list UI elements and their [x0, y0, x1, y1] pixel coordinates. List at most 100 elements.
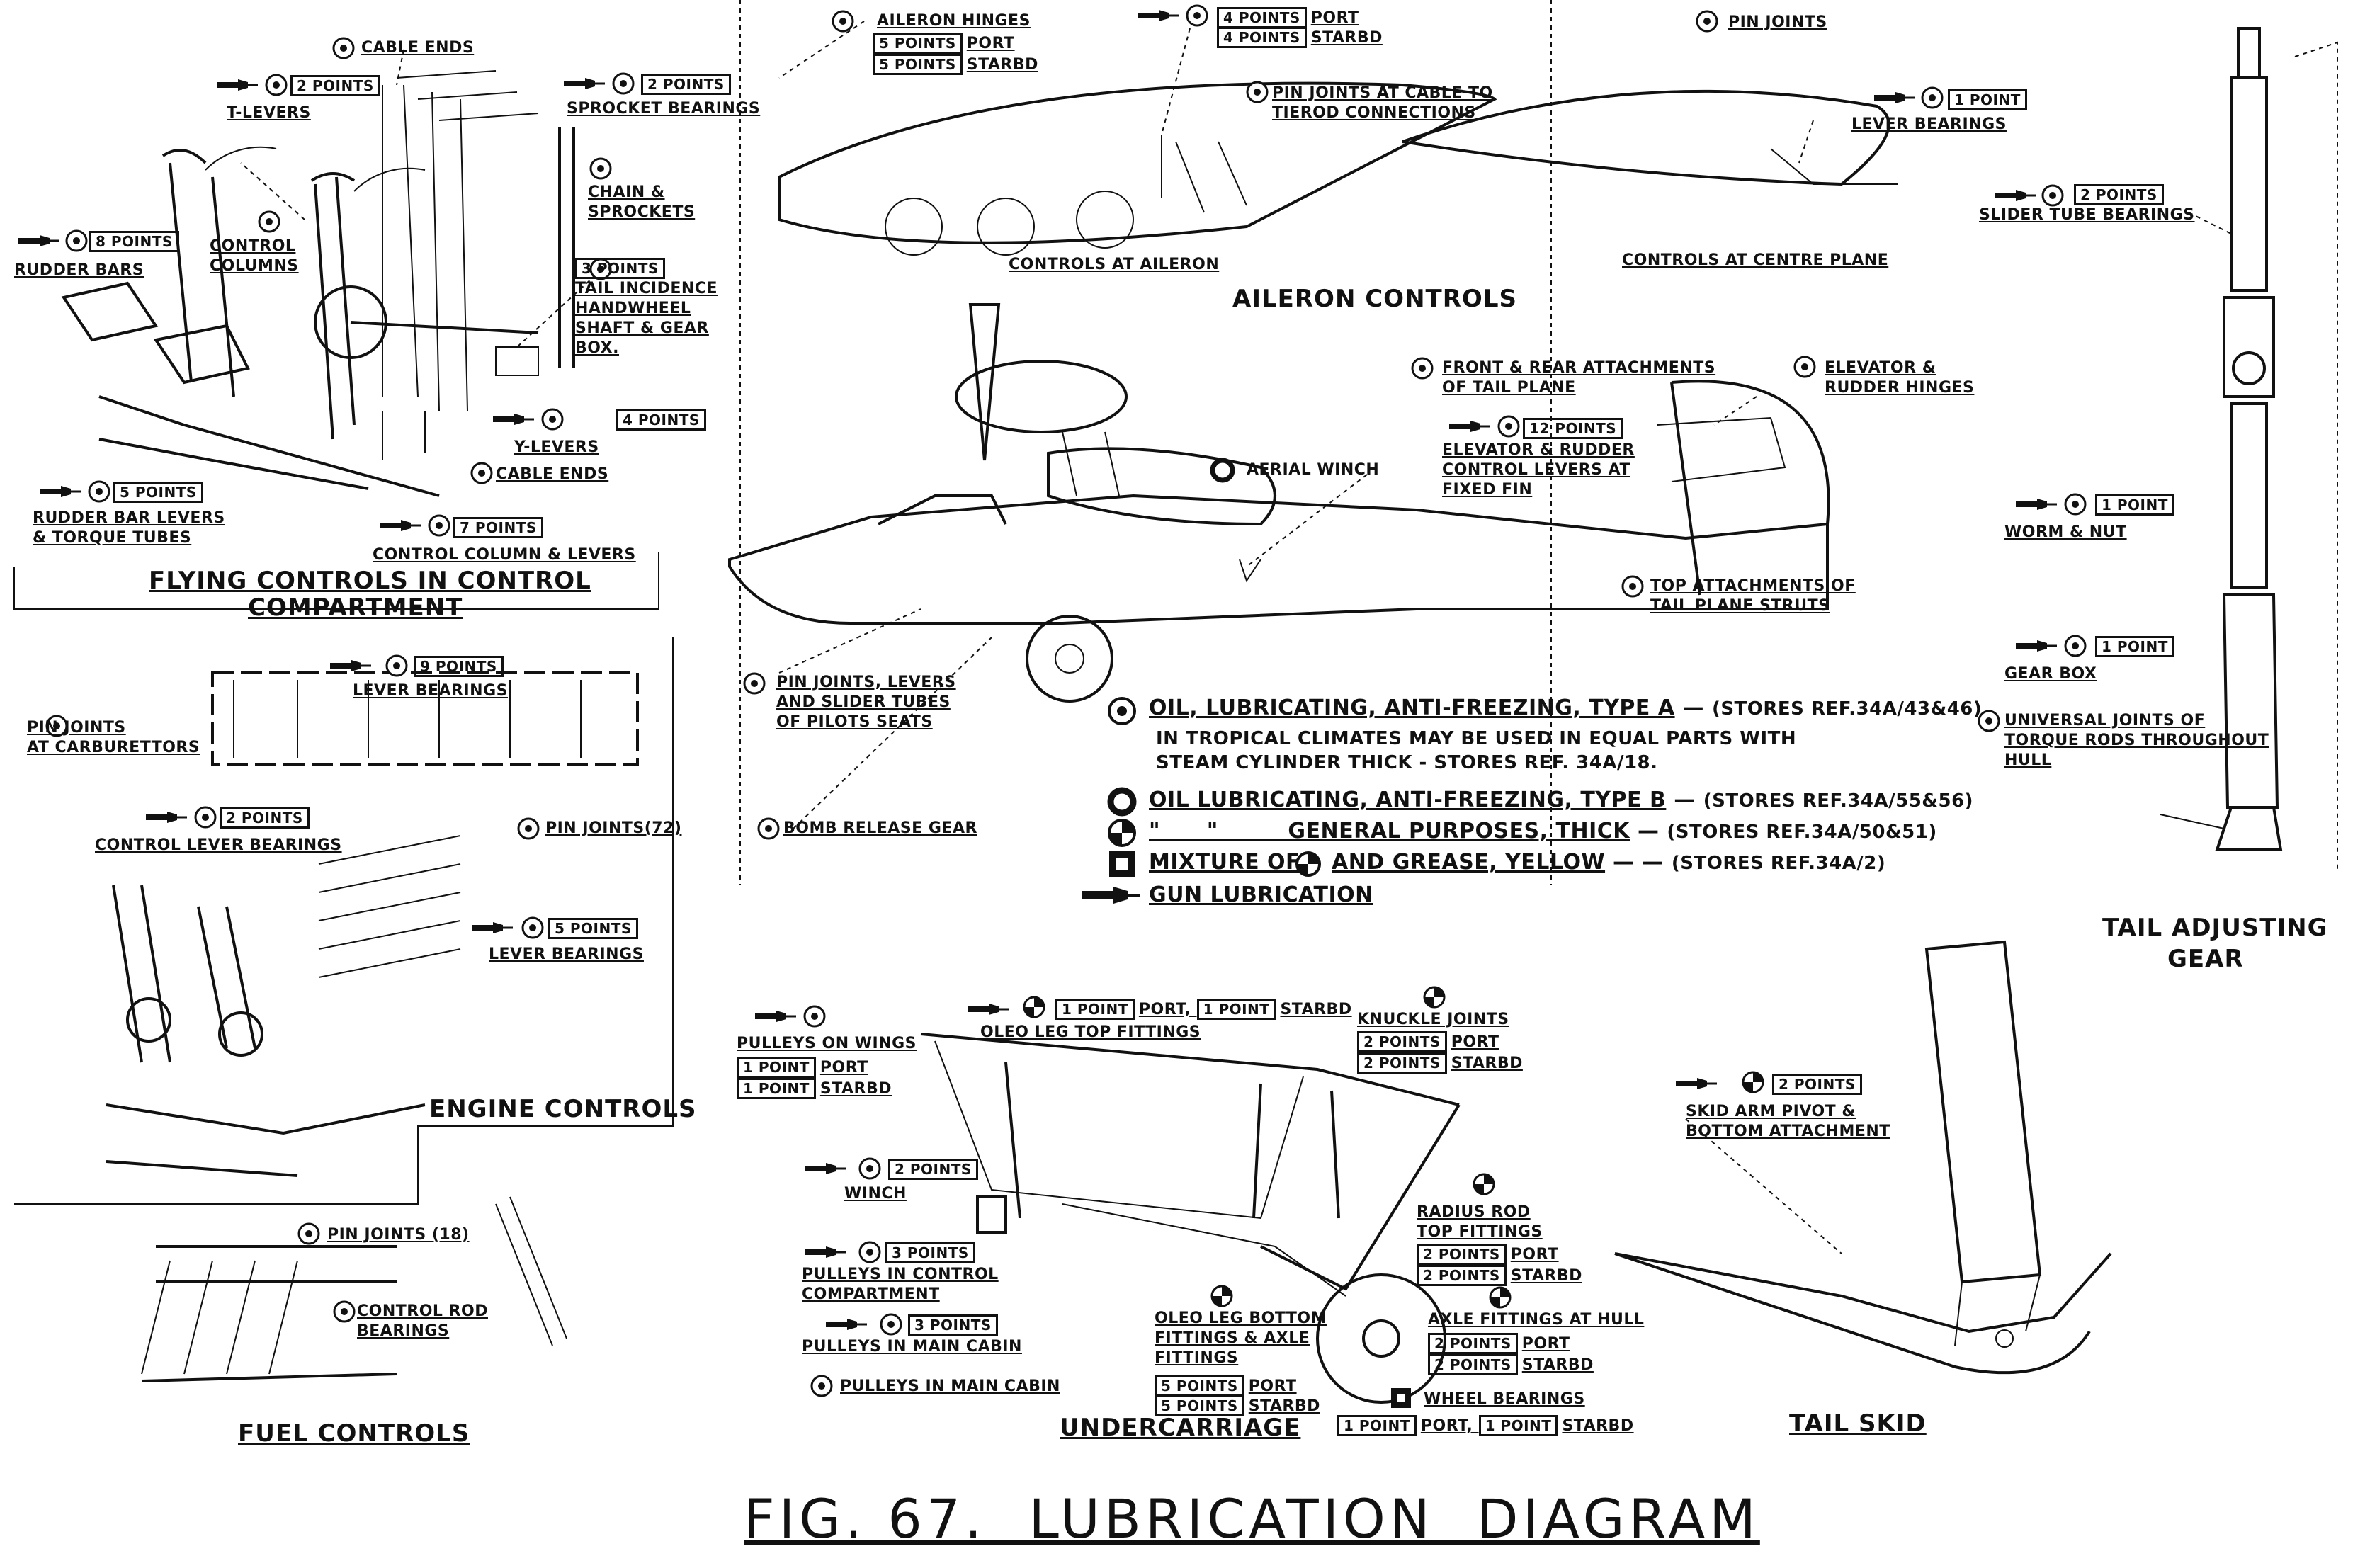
- aerial-winch-label: AERIAL WINCH: [1247, 461, 1380, 479]
- tail-adjusting-gear-drawing: [2160, 27, 2338, 871]
- grease-mixture-icon: [1109, 851, 1135, 877]
- control-lever-bearings-label: CONTROL LEVER BEARINGS: [95, 836, 342, 854]
- y-levers-label: Y-LEVERS: [514, 438, 599, 456]
- winch-label: WINCH: [844, 1185, 907, 1203]
- tail-adjusting-title-2: GEAR: [2167, 945, 2244, 973]
- worm-nut-count: 1 POINT: [2095, 494, 2179, 516]
- pin-joints-cable-label: PIN JOINTS AT CABLE TO TIEROD CONNECTION…: [1272, 84, 1493, 122]
- pin-joints-18-label: PIN JOINTS (18): [327, 1226, 470, 1244]
- oleo-bottom-label: OLEO LEG BOTTOM FITTINGS & AXLE FITTINGS: [1155, 1309, 1327, 1367]
- flying-controls-title-2: COMPARTMENT: [248, 593, 463, 622]
- radius-rod-label: RADIUS ROD TOP FITTINGS: [1417, 1203, 1543, 1241]
- elevator-levers-label: ELEVATOR & RUDDER CONTROL LEVERS AT FIXE…: [1442, 441, 1635, 499]
- bomb-release-label: BOMB RELEASE GEAR: [783, 819, 977, 837]
- y-levers-count: 4 POINTS: [616, 409, 710, 431]
- lever-bearings-5-count: 5 POINTS: [548, 918, 642, 939]
- slider-tube-count: 2 POINTS: [2074, 184, 2168, 205]
- flying-controls-title: FLYING CONTROLS IN CONTROL: [149, 567, 591, 595]
- figure-title: FIG. 67. LUBRICATION DIAGRAM: [744, 1487, 1760, 1550]
- rudder-bars-label: RUDDER BARS: [14, 261, 144, 279]
- fuel-controls-title: FUEL CONTROLS: [238, 1419, 470, 1448]
- lever-bearings-centre-label: LEVER BEARINGS: [1851, 115, 2007, 133]
- undercarriage-title: UNDERCARRIAGE: [1060, 1414, 1301, 1442]
- aileron-hinges-label: AILERON HINGES: [877, 12, 1031, 30]
- lever-bearings-label: LEVER BEARINGS: [353, 682, 508, 700]
- tail-incidence-label: TAIL INCIDENCE HANDWHEEL SHAFT & GEAR BO…: [575, 280, 718, 357]
- control-column-levers-label: CONTROL COLUMN & LEVERS: [373, 546, 636, 564]
- pulleys-cabin-label: PULLEYS IN MAIN CABIN: [802, 1338, 1022, 1356]
- control-lever-bearings-count: 2 POINTS: [220, 807, 314, 829]
- gun-lubrication-icon: [1082, 887, 1140, 904]
- lever-bearings-5-label: LEVER BEARINGS: [489, 945, 644, 963]
- gear-box-count: 1 POINT: [2095, 636, 2179, 657]
- tail-adjusting-title: TAIL ADJUSTING: [2102, 914, 2328, 942]
- elevator-levers-count: 12 POINTS: [1523, 418, 1627, 439]
- undercarriage-drawing: [920, 1033, 1461, 1404]
- legend-general: " " GENERAL PURPOSES, THICK — (STORES RE…: [1149, 819, 1937, 843]
- legend-gun: GUN LUBRICATION: [1149, 882, 1373, 907]
- cable-ends-bottom-label: CABLE ENDS: [496, 465, 609, 483]
- oleo-top-label: OLEO LEG TOP FITTINGS: [980, 1023, 1201, 1041]
- rudder-bar-levers-count: 5 POINTS: [113, 482, 208, 503]
- pulleys-cabin-count: 3 POINTS: [908, 1314, 1002, 1336]
- engine-controls-frame: [14, 637, 674, 1205]
- mixture-inline-icon: [1295, 851, 1321, 877]
- fuel-controls-drawing: [141, 1196, 567, 1382]
- sprocket-count: 2 POINTS: [641, 74, 735, 95]
- engine-controls-title: ENGINE CONTROLS: [429, 1095, 697, 1123]
- legend-type-a-note: IN TROPICAL CLIMATES MAY BE USED IN EQUA…: [1156, 728, 1797, 749]
- pin-joints-centre-label: PIN JOINTS: [1728, 13, 1827, 31]
- cable-ends-label: CABLE ENDS: [361, 39, 475, 57]
- pulleys-control-label: PULLEYS IN CONTROL COMPARTMENT: [802, 1266, 999, 1303]
- axle-fittings-label: AXLE FITTINGS AT HULL: [1428, 1311, 1645, 1329]
- skid-arm-label: SKID ARM PIVOT & BOTTOM ATTACHMENT: [1686, 1103, 1890, 1140]
- chain-sprockets-label: CHAIN & SPROCKETS: [588, 183, 696, 221]
- control-rod-bearings-label: CONTROL ROD BEARINGS: [357, 1302, 488, 1340]
- winch-count: 2 POINTS: [888, 1159, 982, 1180]
- leader-lines: [240, 21, 2232, 1254]
- t-levers-label: T-LEVERS: [227, 104, 311, 122]
- engine-controls-drawing: [106, 671, 639, 1177]
- sprocket-bearings-label: SPROCKET BEARINGS: [567, 100, 761, 118]
- control-column-levers-count: 7 POINTS: [453, 517, 548, 538]
- controls-at-centre-plane-label: CONTROLS AT CENTRE PLANE: [1622, 251, 1889, 269]
- pulleys-cabin-2-label: PULLEYS IN MAIN CABIN: [840, 1377, 1060, 1395]
- rudder-bar-levers-label: RUDDER BAR LEVERS & TORQUE TUBES: [33, 509, 225, 547]
- front-rear-attach-label: FRONT & REAR ATTACHMENTS OF TAIL PLANE: [1442, 359, 1716, 397]
- tail-skid-drawing: [1614, 940, 2112, 1375]
- tail-skid-title: TAIL SKID: [1789, 1409, 1927, 1438]
- general-purpose-oil-icon: [1108, 819, 1136, 847]
- control-columns-label: CONTROL COLUMNS: [210, 237, 299, 275]
- legend-type-a-note-2: STEAM CYLINDER THICK - STORES REF. 34A/1…: [1156, 752, 1658, 773]
- legend-type-b: OIL LUBRICATING, ANTI-FREEZING, TYPE B —…: [1149, 788, 1974, 812]
- pin-joints-72-label: PIN JOINTS(72): [545, 819, 682, 837]
- controls-at-aileron-label: CONTROLS AT AILERON: [1009, 256, 1220, 273]
- wheel-bearings-label: WHEEL BEARINGS: [1424, 1390, 1585, 1408]
- pin-joints-seats-label: PIN JOINTS, LEVERS AND SLIDER TUBES OF P…: [776, 674, 956, 731]
- top-attachments-label: TOP ATTACHMENTS OF TAIL PLANE STRUTS: [1650, 577, 1856, 615]
- pin-joints-carb-label: PIN JOINTS AT CARBURETTORS: [27, 719, 200, 756]
- skid-count: 2 POINTS: [1772, 1074, 1866, 1095]
- gear-box-label: GEAR BOX: [2004, 665, 2097, 683]
- universal-joints-label: UNIVERSAL JOINTS OF TORQUE RODS THROUGHO…: [2004, 712, 2269, 769]
- tail-incidence-count: 3 POINTS: [575, 258, 669, 279]
- flying-controls-frame: [13, 552, 659, 610]
- pulleys-wings-label: PULLEYS ON WINGS: [737, 1035, 917, 1052]
- oil-type-b-icon: [1107, 787, 1137, 817]
- rudder-bars-count: 8 POINTS: [89, 231, 183, 252]
